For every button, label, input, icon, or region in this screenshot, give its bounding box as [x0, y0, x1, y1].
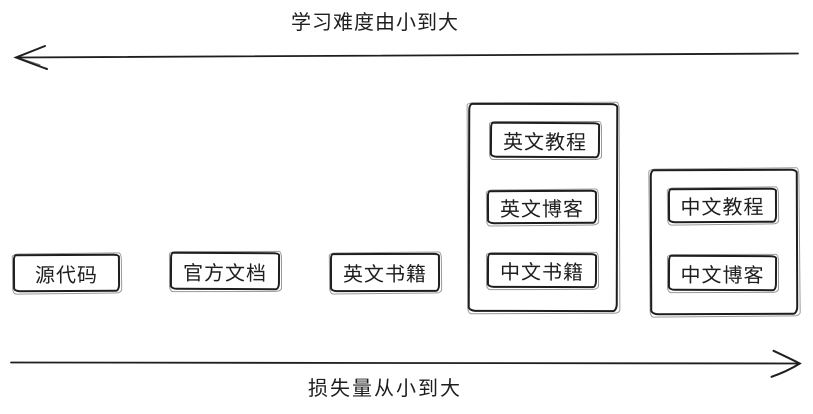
difficulty-arrowhead-sketch-stroke	[20, 58, 41, 66]
node-english-books: 英文书籍	[329, 252, 441, 293]
loss-axis-label: 损失量从小到大	[308, 378, 462, 400]
node-chinese-blog: 中文博客	[667, 254, 778, 292]
node-english-tutorial: 英文教程	[489, 121, 601, 159]
node-source-code: 源代码	[12, 253, 121, 293]
node-chinese-tutorial: 中文教程	[667, 187, 778, 224]
node-official-docs: 官方文档	[169, 251, 281, 291]
difficulty-arrowhead	[13, 45, 48, 70]
loss-arrowhead	[770, 349, 802, 378]
node-chinese-books: 中文书籍	[486, 252, 598, 289]
loss-arrow-line	[10, 361, 800, 365]
difficulty-arrow-line	[15, 52, 799, 59]
node-english-blog: 英文博客	[486, 189, 598, 225]
difficulty-axis-label: 学习难度由小到大	[291, 12, 459, 34]
